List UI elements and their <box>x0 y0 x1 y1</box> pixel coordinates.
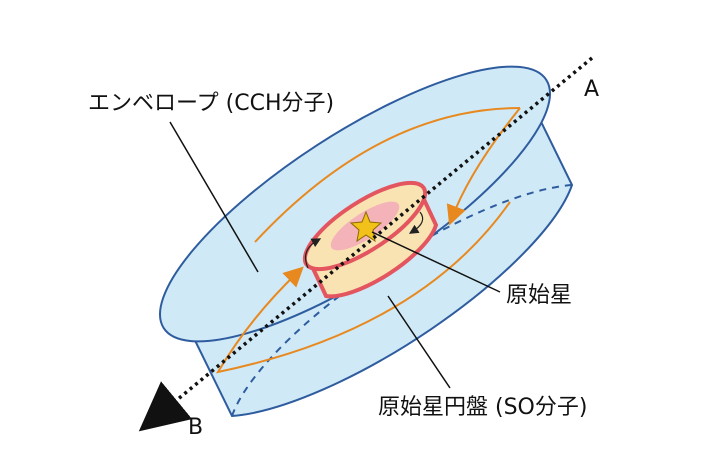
rotation-arrow-outer-right <box>446 107 521 226</box>
rotation-axis <box>138 56 594 432</box>
axis-label-a: A <box>584 77 599 102</box>
envelope-label: エンベロープ (CCH分子) <box>88 91 334 116</box>
envelope-leader-line <box>169 121 259 273</box>
envelope-bottom-hidden-edge <box>231 184 573 417</box>
star-icon <box>349 210 383 243</box>
rotation-arrow-lower <box>215 201 511 374</box>
disk-rotation-arrow-right <box>408 211 424 234</box>
protostellar-disk-label: 原始星円盤 (SO分子) <box>378 395 587 420</box>
envelope-rotation-arrows <box>215 107 521 374</box>
protostar-label: 原始星 <box>506 283 572 308</box>
rotation-arrow-outer-top <box>254 107 521 243</box>
disk-leader-line <box>387 295 451 389</box>
axis-label-b: B <box>188 415 203 440</box>
disk-rotation-arrow <box>305 238 322 269</box>
protostar-leader-line <box>371 231 501 293</box>
